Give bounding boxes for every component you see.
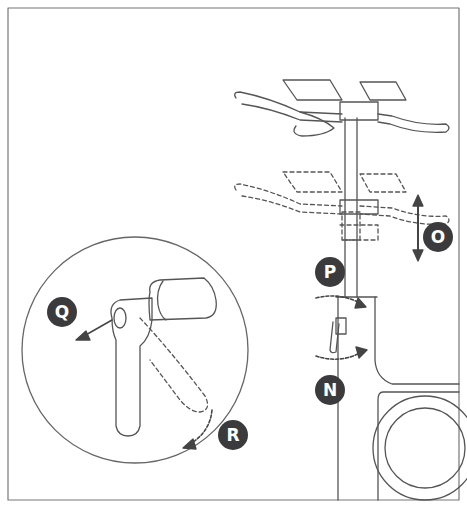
callout-letter: N xyxy=(315,375,345,405)
callout-letter: O xyxy=(423,222,453,252)
callout-letter: Q xyxy=(47,297,77,327)
callout-letter: R xyxy=(218,420,248,450)
callout-letter: P xyxy=(315,257,345,287)
